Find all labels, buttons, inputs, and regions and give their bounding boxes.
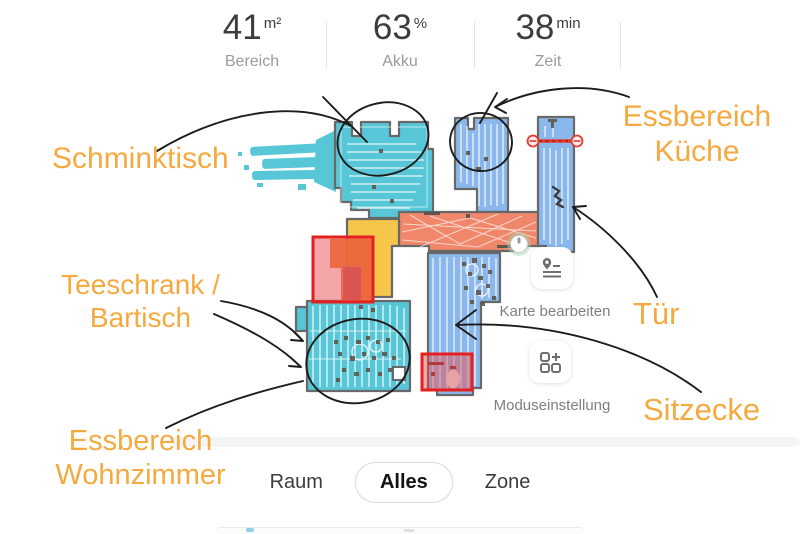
toggle-option-zone[interactable]: Zone [484, 471, 531, 493]
map-wall-notch [392, 366, 406, 381]
hand-annotations [156, 87, 702, 429]
arrow-schminktisch [156, 110, 352, 152]
room-kitchen[interactable] [453, 116, 510, 214]
toggle-option-alles[interactable]: Alles [354, 462, 453, 503]
stat-area-label: Bereich [224, 53, 280, 70]
mode-setting-label: Moduseinstellung [493, 397, 611, 414]
label-teeschrank-bartisch: Teeschrank / Bartisch [61, 269, 220, 334]
stat-battery-label: Akku [382, 53, 418, 70]
mode-toggle: Raum Alles Zone [0, 462, 800, 503]
nogo-zone-1 [311, 235, 375, 304]
map-speckle-area [238, 130, 337, 192]
edit-map-button[interactable] [531, 247, 573, 289]
label-tuer: Tür [633, 296, 680, 331]
stat-area-unit: m² [263, 15, 282, 32]
arrow-teeschrank-1 [220, 300, 304, 342]
room-bedroom[interactable] [333, 120, 435, 220]
label-sitzecke: Sitzecke [643, 392, 761, 427]
stat-battery-unit: % [413, 15, 428, 32]
stat-area-value: 41 [222, 8, 262, 47]
bottom-panel-accent [404, 529, 414, 532]
stat-battery-value: 63 [372, 8, 412, 47]
label-essbereich-wohnzimmer: Essbereich Wohnzimmer [55, 425, 226, 492]
modules-plus-icon [540, 352, 561, 373]
stats-divider [326, 22, 327, 68]
arrow-teeschrank-2 [213, 313, 302, 368]
label-schminktisch: Schminktisch [52, 142, 229, 175]
bottom-panel-accent [246, 528, 254, 532]
stat-time-value: 38 [515, 8, 555, 47]
arrow-sitzecke [455, 309, 702, 393]
door-mark [551, 185, 565, 209]
nogo-zone-2 [420, 352, 474, 392]
arrow-tuer [572, 205, 658, 298]
robot-vacuum-icon [507, 232, 531, 256]
edit-map-label: Karte bearbeiten [499, 303, 611, 320]
toggle-option-raum[interactable]: Raum [269, 471, 323, 493]
circle-annotation-bedroom [336, 101, 430, 177]
label-essbereich-kueche: Essbereich Küche [622, 100, 772, 169]
stats-divider [474, 22, 475, 68]
arrow-wohnzimmer [165, 380, 304, 429]
arrow-kueche [494, 87, 630, 114]
mode-setting-button[interactable] [529, 341, 571, 383]
no-entry-icon [526, 134, 584, 148]
bottom-panel-edge [216, 527, 584, 534]
stat-time-unit: min [556, 15, 581, 32]
stat-time-label: Zeit [534, 53, 562, 70]
virtual-wall [526, 134, 584, 148]
map-pin-lines-icon [542, 258, 561, 278]
stats-divider [620, 22, 621, 68]
obstacle-marks [334, 119, 557, 382]
stat-battery: 63% Akku [327, 8, 473, 71]
bottom-sheet-edge [172, 437, 800, 447]
circle-annotation-livingroom [305, 317, 411, 405]
